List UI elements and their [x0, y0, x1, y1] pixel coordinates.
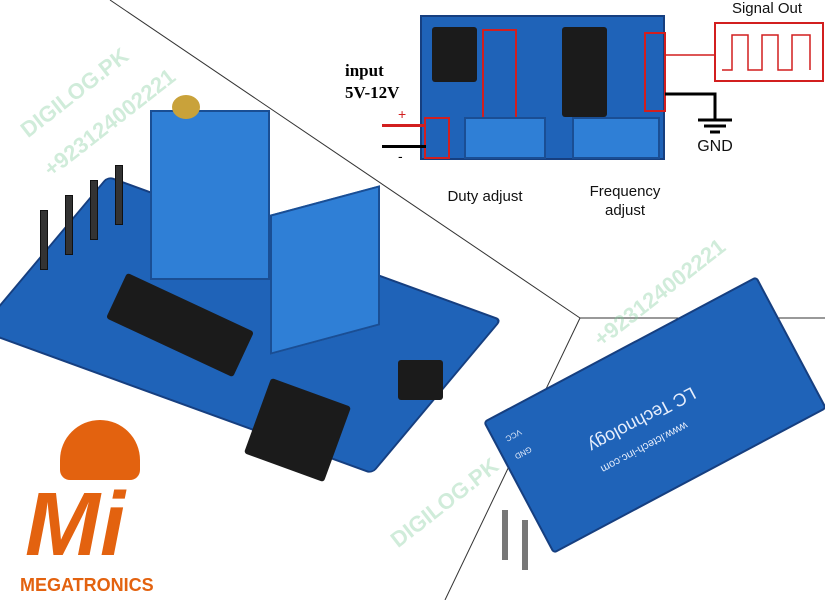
minus-wire — [382, 145, 426, 148]
frequency-potentiometer — [572, 117, 660, 159]
gnd-label: GND — [697, 138, 733, 155]
input-range: 5V-12V — [345, 83, 400, 102]
logo-brand: MEGATRONICS — [20, 575, 154, 595]
output-header — [644, 32, 666, 112]
duty-potentiometer — [464, 117, 546, 159]
back-pin — [522, 520, 528, 570]
top-view-board — [420, 15, 666, 160]
input-header — [424, 117, 450, 159]
logo-mark: Mi — [25, 475, 125, 575]
input-header-photo — [398, 360, 443, 400]
pin-header-photo — [35, 160, 145, 270]
frequency-adjust-label: Frequency — [589, 183, 661, 200]
regulator-chip — [432, 27, 477, 82]
plus-wire — [382, 124, 426, 127]
frequency-trimmer — [270, 185, 380, 355]
megatronics-logo: Mi MEGATRONICS — [20, 410, 210, 600]
trimmer-screw — [172, 95, 200, 119]
minus-label: - — [398, 148, 403, 164]
signal-ground-symbols — [665, 22, 824, 134]
goat-head-icon — [60, 420, 140, 480]
signal-out-label: Signal Out — [731, 0, 803, 17]
duty-adjust-label: Duty adjust — [447, 188, 523, 205]
back-pin-gnd: GND — [513, 444, 534, 461]
capacitor-group — [482, 29, 517, 124]
frequency-adjust-label-2: adjust — [604, 202, 646, 219]
ic-chip — [562, 27, 607, 117]
duty-trimmer — [150, 110, 270, 280]
plus-label: + — [398, 106, 407, 122]
input-label: input — [345, 61, 384, 80]
back-pin-vcc: VCC — [503, 427, 523, 444]
back-pin — [502, 510, 508, 560]
